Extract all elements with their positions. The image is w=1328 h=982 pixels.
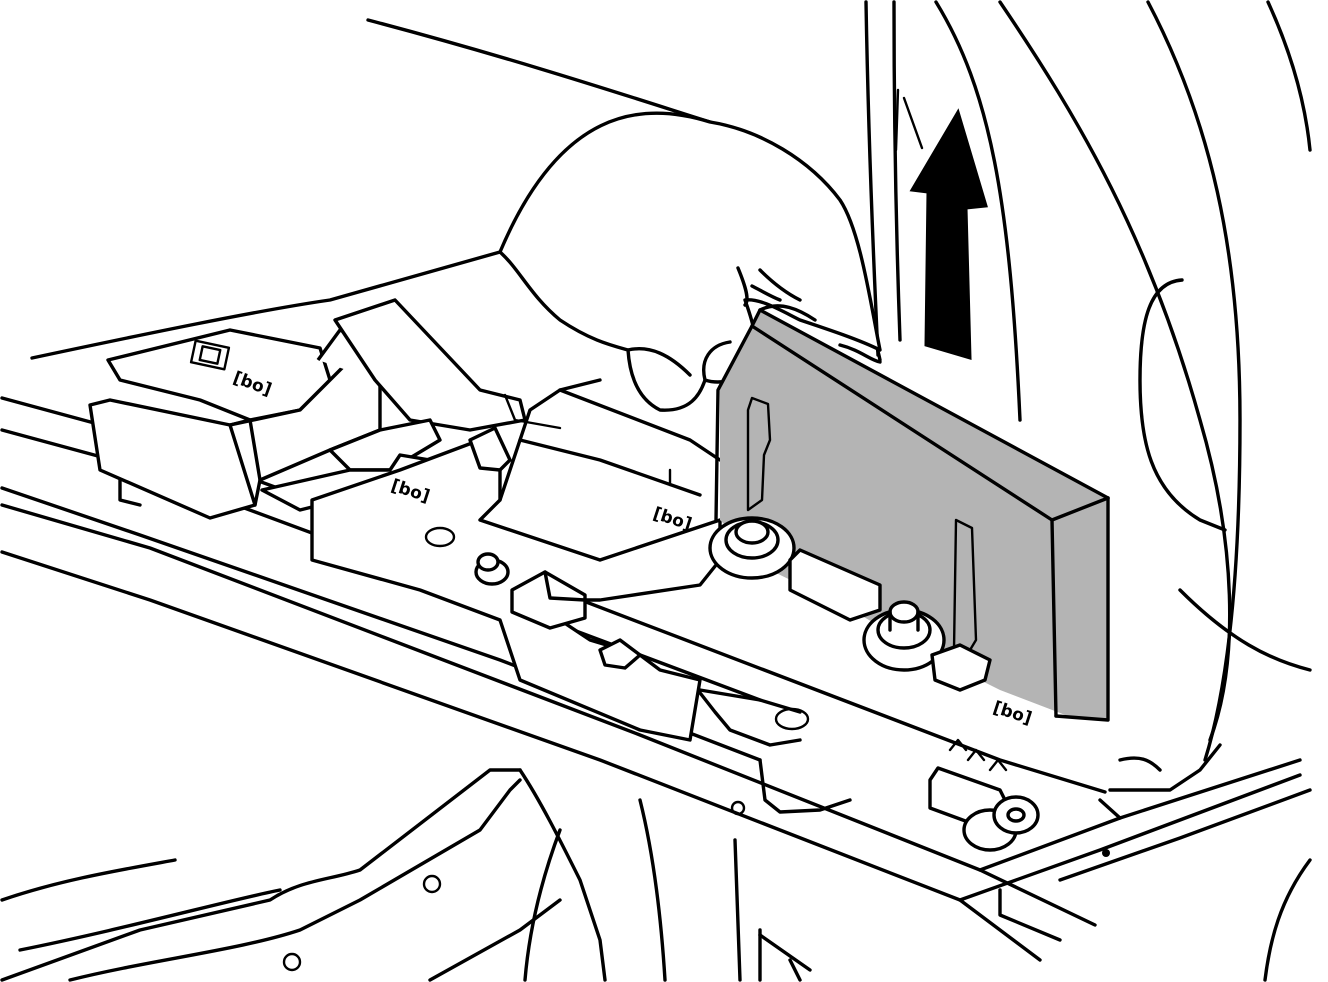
nut-left — [708, 516, 796, 580]
floor-structure — [0, 768, 812, 982]
latch-blocks — [88, 298, 562, 520]
module-fasteners — [708, 516, 1040, 852]
connector-label-4: [bo] — [990, 698, 1034, 729]
mounting-bracket — [310, 378, 810, 742]
connector-label-3: [bo] — [650, 504, 694, 535]
body-panel — [864, 0, 1312, 982]
nut-lower — [962, 795, 1040, 852]
hand — [498, 111, 882, 487]
bracket-bolt — [474, 552, 510, 586]
nut-right — [862, 600, 946, 672]
up-arrow — [909, 108, 988, 361]
